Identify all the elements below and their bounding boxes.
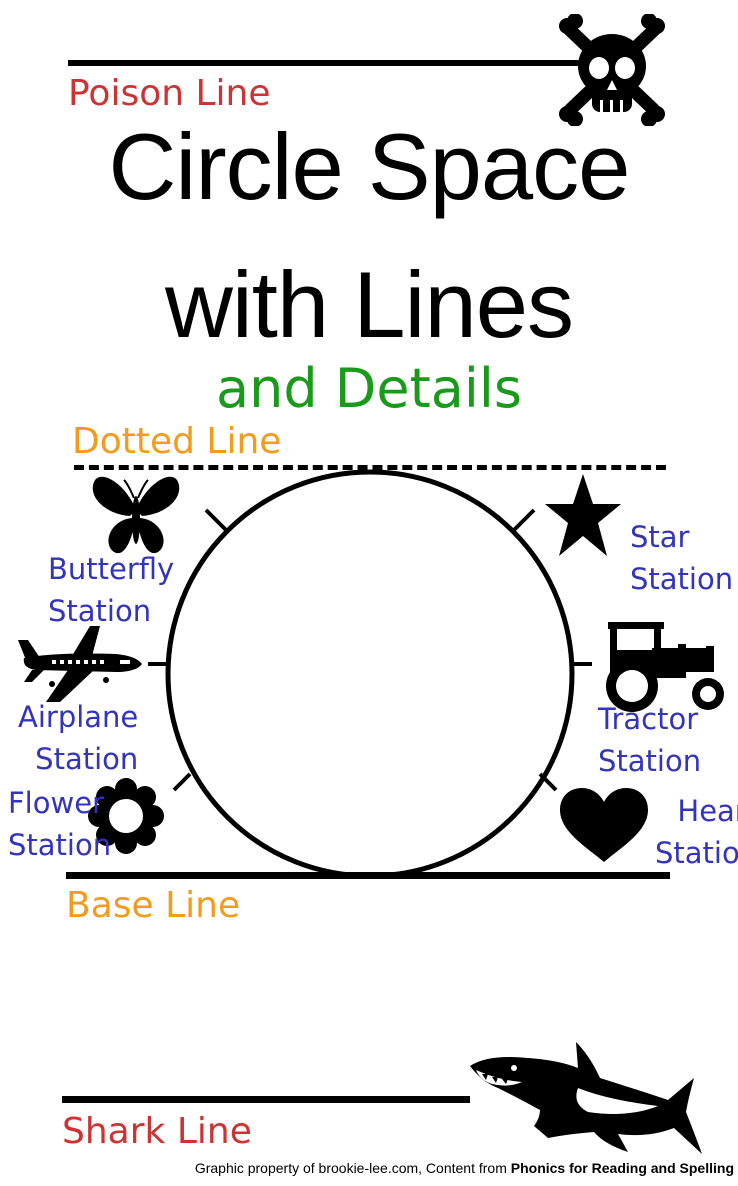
butterfly-icon [92, 476, 180, 554]
poison-line [68, 60, 588, 66]
heart-icon [560, 788, 648, 862]
dotted-line [74, 465, 666, 470]
title-line-1: Circle Space [108, 114, 631, 219]
footer-book-title: Phonics for Reading and Spelling [510, 1160, 734, 1176]
shark-line [62, 1096, 470, 1103]
circle-space [160, 469, 580, 879]
shark-icon [470, 1042, 702, 1154]
tick-star [512, 508, 536, 532]
tractor-station-label: Tractor Station [598, 702, 702, 779]
shark-line-label: Shark Line [62, 1111, 252, 1152]
tick-flower [172, 772, 192, 792]
tick-airplane [148, 662, 166, 666]
poison-line-label: Poison Line [68, 73, 271, 114]
heart-station-label: Heart Station [655, 794, 738, 871]
base-line [66, 872, 670, 879]
title-line-2: with Lines [165, 252, 574, 357]
footer-prefix: Graphic property of brookie-lee.com, Con… [194, 1160, 511, 1176]
star-icon [545, 474, 621, 556]
airplane-icon [18, 626, 142, 702]
footer-credit: Graphic property of brookie-lee.com, Con… [0, 1160, 734, 1176]
flower-station-label: Flower Station [8, 786, 112, 863]
dotted-line-label: Dotted Line [72, 421, 282, 462]
tractor-icon [606, 622, 724, 712]
skull-crossbones-icon [559, 14, 665, 126]
tick-heart [538, 772, 558, 792]
tick-tractor [574, 662, 592, 666]
tick-butterfly [204, 508, 228, 532]
butterfly-station-label: Butterfly Station [48, 552, 175, 629]
star-station-label: Star Station [630, 520, 734, 597]
base-line-label: Base Line [66, 885, 241, 926]
flower-icon [88, 778, 164, 854]
airplane-station-label: Airplane Station [18, 700, 139, 777]
subtitle: and Details [216, 357, 522, 420]
